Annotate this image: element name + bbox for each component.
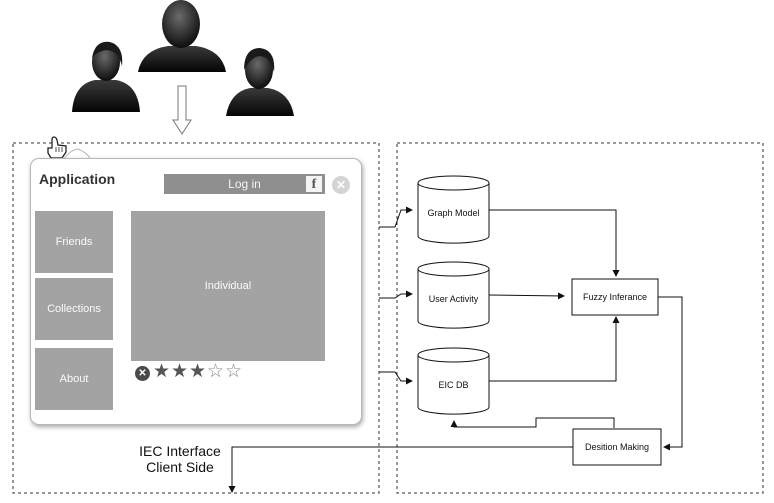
connector-client-activity [379,290,413,299]
decision-making-label: Desition Making [584,442,650,452]
star-filled-icon[interactable]: ★ [171,361,189,382]
star-filled-icon[interactable]: ★ [153,361,171,382]
graph-model-label: Graph Model [427,208,480,218]
connector-decision-client [228,446,573,493]
nav-collections-button[interactable]: Collections [35,278,113,340]
hand-cursor-icon [47,136,67,159]
individual-content-panel[interactable]: Individual [131,211,325,361]
facebook-icon[interactable]: f [306,176,322,192]
user-activity-label: User Activity [428,294,479,304]
connector-eicdb-fuzzy [489,316,620,382]
connector-graph-fuzzy [489,209,620,277]
connector-client-graph [379,206,413,228]
remove-rating-icon[interactable]: ✕ [135,366,150,381]
login-button[interactable]: Log in [164,174,325,194]
star-empty-icon[interactable]: ☆ [225,361,243,382]
client-side-label-line1: IEC Interface [139,443,221,459]
decision-making-box [572,428,662,466]
server-frame [396,142,764,494]
client-frame [12,142,380,494]
application-title: Application [39,171,116,187]
user-silhouette-icon [226,48,294,116]
client-side-label: IEC Interface Client Side [120,443,240,475]
database-user-activity [417,261,490,329]
individual-label: Individual [204,280,252,292]
nav-collections-label: Collections [47,303,101,315]
nav-about-label: About [59,373,89,385]
database-graph-model [417,175,490,244]
connector-fuzzy-decision [658,296,683,451]
star-empty-icon[interactable]: ☆ [207,361,225,382]
nav-about-button[interactable]: About [35,348,113,410]
nav-friends-label: Friends [55,236,93,248]
client-side-label-line2: Client Side [146,459,214,475]
database-eic-db [417,347,490,415]
connector-activity-fuzzy [488,292,565,300]
connector-client-eicdb [379,371,413,385]
star-filled-icon[interactable]: ★ [189,361,207,382]
eic-db-label: EIC DB [438,380,469,390]
nav-friends-button[interactable]: Friends [35,211,113,273]
fuzzy-inference-label: Fuzzy Inferance [582,292,648,302]
fuzzy-inference-box [571,278,659,316]
user-silhouette-icon [72,41,140,112]
close-icon[interactable]: ✕ [332,176,350,194]
connector-decision-eicdb [450,417,615,428]
down-arrow-icon [172,85,192,135]
user-silhouette-icon [138,0,226,72]
